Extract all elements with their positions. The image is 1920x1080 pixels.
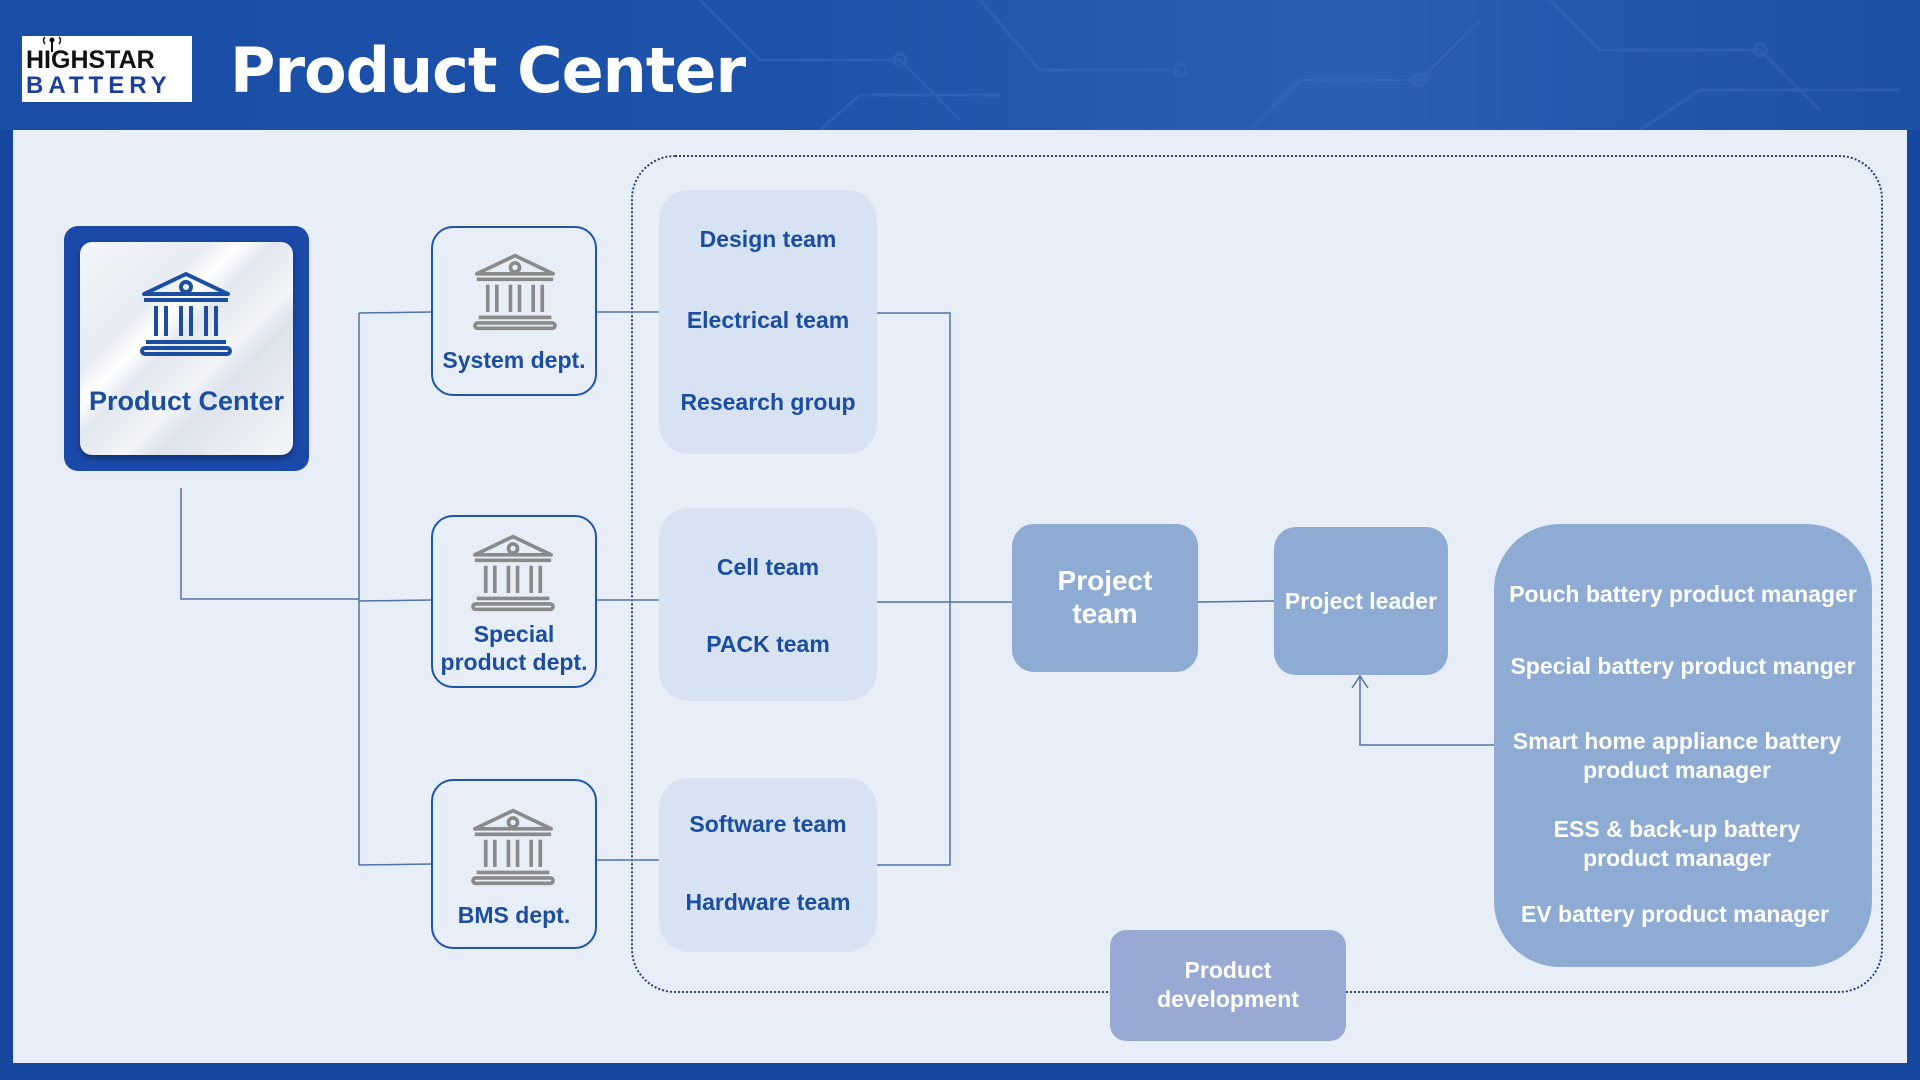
team-item: PACK team: [706, 631, 830, 657]
project-team-label-line-2: team: [1072, 598, 1138, 629]
team-item: Software team: [689, 811, 847, 837]
team-group-special-product: Cell team PACK team: [659, 508, 877, 701]
bank-building-icon: [140, 272, 232, 356]
project-team-label-line-1: Project: [1057, 565, 1153, 596]
circuit-pattern-decoration: [698, 0, 1900, 130]
logo-line-2: BATTERY: [26, 72, 172, 99]
project-leader-node: Project leader: [1274, 527, 1448, 675]
manager-item: Pouch battery product manager: [1509, 581, 1857, 607]
bottom-bar: [0, 1063, 1920, 1080]
product-development-label-line-1: Product: [1184, 957, 1272, 983]
department-special-product: Special product dept.: [431, 515, 597, 688]
manager-item: Smart home appliance battery: [1512, 728, 1842, 754]
department-label: BMS dept.: [457, 902, 571, 928]
product-development-node: Product development: [1110, 930, 1346, 1041]
manager-item: product manager: [1583, 757, 1771, 783]
manager-item: ESS & back-up battery: [1553, 816, 1801, 842]
team-group-system: Design team Electrical team Research gro…: [659, 190, 877, 454]
product-center-tile: [80, 242, 293, 455]
antenna-icon: [42, 36, 62, 52]
department-bms: BMS dept.: [431, 779, 597, 949]
team-item: Electrical team: [686, 307, 850, 333]
project-leader-label: Project leader: [1284, 588, 1438, 614]
department-label: System dept.: [442, 347, 586, 373]
department-label-line-2: product dept.: [440, 649, 588, 675]
product-center-label: Product Center: [88, 386, 285, 416]
team-item: Hardware team: [685, 889, 851, 915]
team-item: Design team: [699, 226, 837, 252]
manager-item: Special battery product manger: [1510, 653, 1856, 679]
manager-item: product manager: [1583, 845, 1771, 871]
bank-building-icon: [473, 253, 557, 331]
manager-item: EV battery product manager: [1520, 901, 1830, 927]
team-item: Cell team: [716, 554, 820, 580]
product-development-label-line-2: development: [1157, 986, 1299, 1012]
page-title: Product Center: [230, 34, 746, 107]
project-team-node: Project team: [1012, 524, 1198, 672]
bank-building-icon: [471, 534, 555, 612]
company-logo: HIGHSTAR BATTERY: [22, 36, 192, 102]
product-managers-node: Pouch battery product manager Special ba…: [1494, 524, 1872, 967]
header-banner: HIGHSTAR BATTERY Product Center: [0, 0, 1920, 130]
department-system: System dept.: [431, 226, 597, 396]
department-label-line-1: Special: [473, 621, 555, 647]
team-group-bms: Software team Hardware team: [659, 778, 877, 952]
bank-building-icon: [471, 808, 555, 886]
team-item: Research group: [680, 389, 856, 415]
logo-line-1: HIGHSTAR: [26, 46, 155, 74]
